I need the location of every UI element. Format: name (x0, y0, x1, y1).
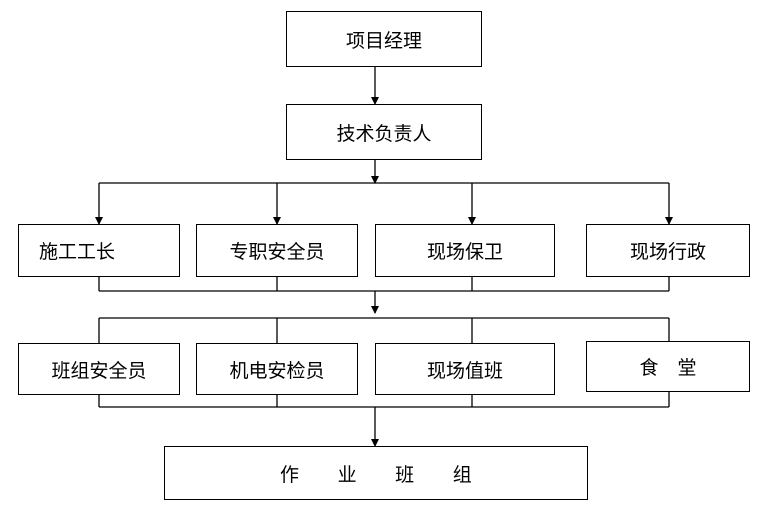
box-label: 机电安检员 (229, 359, 325, 382)
box-label: 现场值班 (426, 359, 503, 382)
box-label: 项目经理 (345, 29, 422, 52)
box-technical-lead: 技术负责人 (286, 104, 482, 160)
box-label: 技术负责人 (336, 122, 432, 145)
box-label: 食 堂 (639, 357, 697, 379)
box-site-duty: 现场值班 (375, 343, 555, 395)
box-label: 作 业 班 组 (279, 463, 472, 486)
box-label: 施工工长 (39, 241, 116, 263)
box-canteen: 食 堂 (586, 341, 750, 392)
box-work-team: 作 业 班 组 (164, 446, 588, 500)
box-label: 专职安全员 (229, 241, 325, 263)
box-site-security: 现场保卫 (375, 224, 555, 277)
box-mech-elec-inspector: 机电安检员 (196, 343, 358, 395)
box-fulltime-safety-officer: 专职安全员 (196, 224, 358, 277)
box-label: 现场保卫 (426, 241, 503, 263)
box-label: 班组安全员 (51, 359, 147, 382)
box-construction-foreman: 施工工长 (18, 224, 180, 277)
box-team-safety-officer: 班组安全员 (18, 343, 180, 395)
box-label: 现场行政 (629, 241, 706, 263)
box-site-administration: 现场行政 (586, 224, 750, 277)
box-project-manager: 项目经理 (286, 11, 482, 67)
